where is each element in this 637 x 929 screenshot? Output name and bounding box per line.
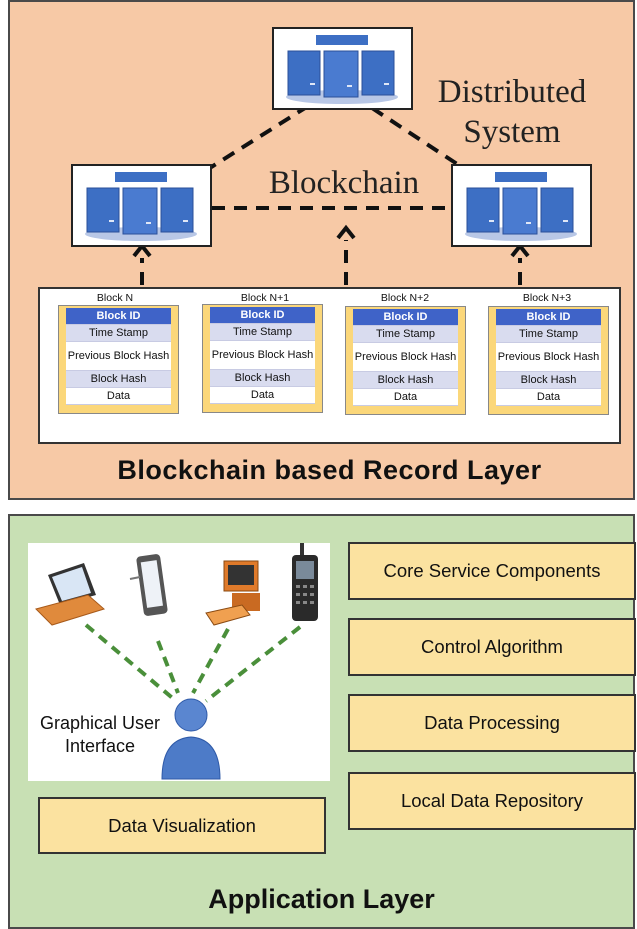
laptop-icon xyxy=(35,563,106,626)
data-field: Data xyxy=(66,388,171,405)
block-hash-field: Block Hash xyxy=(353,372,458,389)
gui-illustration xyxy=(28,543,330,781)
gui-label: Graphical User Interface xyxy=(39,713,161,756)
server-cluster-icon xyxy=(85,172,197,241)
block-caption: Block N+3 xyxy=(522,292,572,304)
data-field: Data xyxy=(353,389,458,406)
mobile-phone-icon xyxy=(292,543,318,621)
previous-hash-field: Previous Block Hash xyxy=(66,342,171,371)
control-algorithm-box: Control Algorithm xyxy=(348,618,636,676)
block-n-plus-3: Block ID Time Stamp Previous Block Hash … xyxy=(488,306,609,415)
desktop-computer-icon xyxy=(205,560,260,626)
block-hash-field: Block Hash xyxy=(210,370,315,387)
time-stamp-field: Time Stamp xyxy=(66,325,171,342)
server-node-right xyxy=(451,164,592,247)
time-stamp-field: Time Stamp xyxy=(496,326,601,343)
server-cluster-icon xyxy=(465,172,577,241)
block-id-field: Block ID xyxy=(66,308,171,325)
data-field: Data xyxy=(496,389,601,406)
blockchain-label: Blockchain xyxy=(268,165,420,201)
core-service-components-box: Core Service Components xyxy=(348,542,636,600)
user-icon xyxy=(161,698,221,780)
data-processing-box: Data Processing xyxy=(348,694,636,752)
block-caption: Block N xyxy=(96,292,134,304)
block-hash-field: Block Hash xyxy=(66,371,171,388)
previous-hash-field: Previous Block Hash xyxy=(210,341,315,370)
previous-hash-field: Previous Block Hash xyxy=(353,343,458,372)
block-n-plus-1: Block ID Time Stamp Previous Block Hash … xyxy=(202,304,323,413)
server-node-top xyxy=(272,27,413,110)
block-n: Block ID Time Stamp Previous Block Hash … xyxy=(58,305,179,414)
previous-hash-field: Previous Block Hash xyxy=(496,343,601,372)
block-id-field: Block ID xyxy=(496,309,601,326)
block-hash-field: Block Hash xyxy=(496,372,601,389)
tablet-icon xyxy=(129,554,168,616)
arrow-up-center-head xyxy=(336,224,356,240)
local-data-repository-box: Local Data Repository xyxy=(348,772,636,830)
block-id-field: Block ID xyxy=(353,309,458,326)
server-cluster-icon xyxy=(286,35,398,104)
device-network xyxy=(35,543,318,780)
data-field: Data xyxy=(210,387,315,404)
application-layer-title: Application Layer xyxy=(208,884,435,914)
time-stamp-field: Time Stamp xyxy=(353,326,458,343)
block-n-plus-2: Block ID Time Stamp Previous Block Hash … xyxy=(345,306,466,415)
distributed-system-label: Distributed System xyxy=(437,74,587,150)
server-node-left xyxy=(71,164,212,247)
record-layer-title: Blockchain based Record Layer xyxy=(117,455,542,485)
time-stamp-field: Time Stamp xyxy=(210,324,315,341)
block-id-field: Block ID xyxy=(210,307,315,324)
block-caption: Block N+2 xyxy=(380,292,430,304)
block-caption: Block N+1 xyxy=(240,292,290,304)
data-visualization-box: Data Visualization xyxy=(38,797,326,854)
